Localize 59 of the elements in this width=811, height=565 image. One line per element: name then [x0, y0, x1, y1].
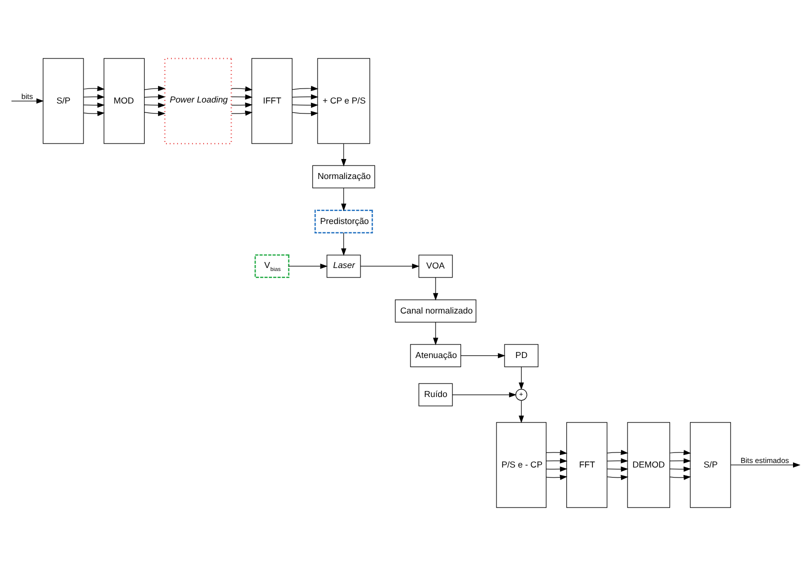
arrow [546, 474, 568, 480]
node-box: Predistorção [314, 209, 373, 233]
arrow [452, 392, 517, 397]
arrow [341, 142, 346, 166]
arrow [669, 466, 692, 472]
node-box: MOD [104, 58, 145, 144]
arrow [83, 94, 105, 99]
arrow [341, 232, 346, 256]
node-box: Laser [326, 254, 361, 278]
node-box: + CP e P/S [317, 58, 370, 144]
arrow [546, 449, 568, 455]
node-box: DEMOD [627, 422, 670, 508]
arrow [83, 102, 105, 108]
arrow [292, 94, 318, 99]
node-box: IFFT [251, 58, 292, 144]
node-box: P/S e - CP [496, 422, 546, 508]
arrow [518, 366, 524, 390]
arrow [360, 263, 420, 268]
node-box: Canal normalizado [394, 298, 476, 322]
arrow [144, 102, 166, 108]
arrow [606, 458, 628, 463]
arrow [83, 110, 105, 116]
arrow [292, 102, 318, 108]
node-box: FFT [566, 422, 608, 508]
arrow [292, 110, 318, 116]
node-box: Ruído [418, 382, 453, 406]
arrow [606, 466, 628, 472]
node-box: VOA [418, 254, 453, 278]
arrow [231, 94, 253, 100]
arrow [606, 449, 628, 455]
arrow [433, 276, 438, 300]
arrow [669, 458, 692, 463]
node-box: Normalização [312, 164, 376, 188]
arrow [669, 474, 692, 480]
arrow [83, 85, 105, 91]
arrow [11, 98, 44, 104]
node-box: PD [504, 344, 538, 367]
arrow [292, 85, 318, 91]
node-box: S/P [42, 58, 84, 144]
node-box: Power Loading [164, 57, 232, 144]
arrow [518, 400, 524, 423]
arrow [606, 474, 628, 480]
arrow [433, 321, 438, 345]
arrow [231, 110, 253, 116]
arrow [546, 458, 568, 463]
arrow [231, 102, 253, 108]
arrow [669, 449, 692, 455]
arrow [341, 187, 346, 211]
node-box: Atenuação [410, 344, 462, 367]
arrow [730, 462, 800, 468]
arrow [546, 466, 568, 472]
arrow [231, 86, 253, 91]
arrow [460, 352, 506, 358]
arrow [144, 94, 166, 99]
node-box: V$_{bias}$ [254, 254, 290, 278]
node-box: S/P [690, 422, 731, 508]
arrow [288, 263, 328, 268]
arrow [144, 85, 166, 91]
arrow [144, 110, 166, 116]
